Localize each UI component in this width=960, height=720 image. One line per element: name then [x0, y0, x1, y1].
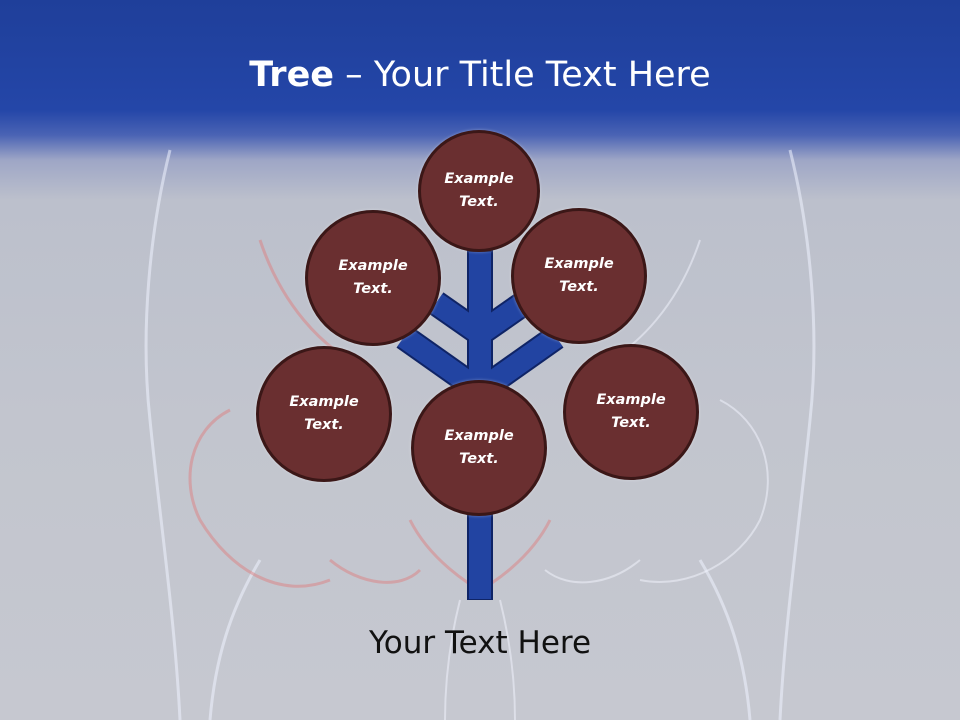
node-label-line: Example [338, 258, 408, 274]
title-rest: Your Title Text Here [373, 55, 711, 95]
node-label-line: Example [596, 392, 666, 408]
node-label-line: Text. [611, 415, 651, 431]
node-label-line: Example [544, 256, 614, 272]
node-label-line: Text. [304, 417, 344, 433]
footer-text: Your Text Here [368, 625, 592, 661]
node-label-line: Text. [459, 451, 499, 467]
node-label-line: Example [444, 171, 514, 187]
title-dash: – [334, 55, 374, 95]
node-label-line: Text. [353, 281, 393, 297]
node-label-line: Example [444, 428, 514, 444]
node-label-line: Example [289, 394, 359, 410]
node-label-line: Text. [559, 279, 599, 295]
title-bold-part: Tree [249, 55, 335, 95]
slide-title: Tree – Your Title Text Here [0, 52, 960, 98]
node-label-line: Text. [459, 194, 499, 210]
